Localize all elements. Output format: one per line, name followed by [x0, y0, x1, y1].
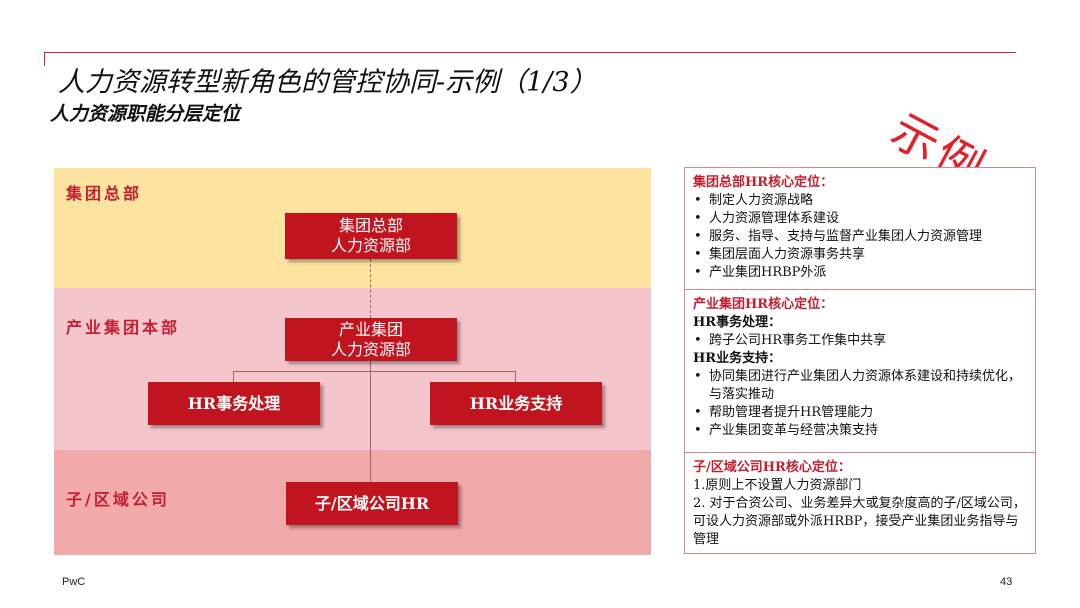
org-box-group-hq-hr: 集团总部 人力资源部 [285, 213, 457, 259]
section-heading: 子/区域公司HR核心定位： [693, 460, 851, 475]
bullet-list: 协同集团进行产业集团人力资源体系建设和持续优化，与落实推动 帮助管理者提升HR管… [693, 368, 1027, 440]
list-item: 人力资源管理体系建设 [693, 210, 1027, 228]
connector-branch-left [233, 371, 234, 382]
list-item: 产业集团HRBP外派 [693, 264, 1027, 282]
org-box-label: 集团总部 [338, 216, 403, 235]
connector-industry-sub [370, 361, 371, 482]
band-label-hq: 集团总部 [66, 184, 143, 203]
positioning-panel: 集团总部HR核心定位： 制定人力资源战略 人力资源管理体系建设 服务、指导、支持… [684, 167, 1036, 554]
org-box-hr-operations: HR事务处理 [148, 382, 320, 425]
connector-hq-industry [370, 259, 371, 318]
page-number: 43 [1000, 576, 1013, 588]
band-label-sub: 子/区域公司 [66, 490, 170, 509]
connector-branch-right [515, 371, 516, 382]
bullet-list: 制定人力资源战略 人力资源管理体系建设 服务、指导、支持与监督产业集团人力资源管… [693, 192, 1027, 282]
panel-section-subsidiary: 子/区域公司HR核心定位： 1.原则上不设置人力资源部门 2. 对于合资公司、业… [685, 452, 1035, 553]
org-box-hr-business-support: HR业务支持 [430, 382, 602, 425]
bullet-list: 跨子公司HR事务工作集中共享 [693, 332, 1027, 350]
page-subtitle: 人力资源职能分层定位 [50, 103, 241, 125]
band-industry-hq [54, 288, 651, 450]
footer-brand: PwC [62, 576, 86, 588]
list-item: 帮助管理者提升HR管理能力 [693, 404, 1027, 422]
org-box-label: 人力资源部 [330, 236, 411, 255]
org-box-subsidiary-hr: 子/区域公司HR [286, 482, 458, 525]
list-item: 制定人力资源战略 [693, 192, 1027, 210]
list-item: 跨子公司HR事务工作集中共享 [693, 332, 1027, 350]
list-item: 集团层面人力资源事务共享 [693, 246, 1027, 264]
section-subheading: HR事务处理： [693, 315, 782, 330]
page-title: 人力资源转型新角色的管控协同-示例（1/3） [58, 67, 597, 98]
org-box-industry-hr: 产业集团 人力资源部 [285, 318, 457, 361]
section-heading: 集团总部HR核心定位： [693, 175, 834, 190]
org-box-label: 人力资源部 [330, 339, 411, 359]
list-item: 服务、指导、支持与监督产业集团人力资源管理 [693, 228, 1027, 246]
list-item: 产业集团变革与经营决策支持 [693, 422, 1027, 440]
panel-section-hq: 集团总部HR核心定位： 制定人力资源战略 人力资源管理体系建设 服务、指导、支持… [685, 168, 1035, 289]
header-rule [44, 52, 1016, 53]
panel-section-industry: 产业集团HR核心定位： HR事务处理： 跨子公司HR事务工作集中共享 HR业务支… [685, 289, 1035, 452]
header-rule-tick [44, 52, 45, 66]
section-subheading: HR业务支持： [693, 351, 782, 366]
section-text: 2. 对于合资公司、业务差异大或复杂度高的子/区域公司，可设人力资源部或外派HR… [693, 496, 1026, 547]
list-item: 协同集团进行产业集团人力资源体系建设和持续优化，与落实推动 [693, 368, 1027, 404]
section-text: 1.原则上不设置人力资源部门 [693, 478, 862, 493]
band-label-industry: 产业集团本部 [66, 318, 181, 337]
connector-branch [233, 371, 515, 372]
section-heading: 产业集团HR核心定位： [693, 297, 834, 312]
org-box-label: 产业集团 [338, 319, 403, 339]
